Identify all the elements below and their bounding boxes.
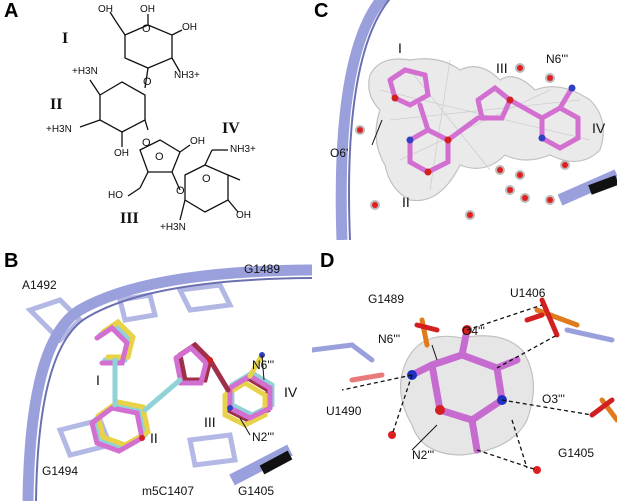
label-o4: O4''' bbox=[462, 324, 485, 338]
label-n6: N6''' bbox=[378, 332, 401, 346]
density-label-iii: III bbox=[496, 60, 508, 76]
label-n2: N2''' bbox=[252, 430, 275, 444]
svg-text:O: O bbox=[202, 173, 211, 185]
residue-g1494: G1494 bbox=[42, 464, 79, 478]
ligand-ring-iii bbox=[475, 84, 514, 121]
density-label-i: I bbox=[398, 40, 402, 56]
interaction-detail bbox=[312, 297, 617, 474]
panel-d-label: D bbox=[320, 250, 335, 272]
label-n2: N2''' bbox=[412, 448, 435, 462]
panel-b-label: B bbox=[4, 250, 19, 272]
density-label-n6: N6''' bbox=[546, 52, 569, 66]
group-h3n: +H3N bbox=[46, 124, 72, 135]
group-nh3: NH3+ bbox=[230, 144, 256, 155]
label-o3: O3''' bbox=[542, 392, 565, 406]
panel-c-label: C bbox=[314, 0, 329, 22]
density-map bbox=[335, 0, 617, 240]
group-ho: HO bbox=[108, 190, 123, 201]
group-h3n: +H3N bbox=[72, 66, 98, 77]
svg-text:O: O bbox=[142, 137, 151, 149]
group-oh: OH bbox=[236, 210, 251, 221]
ring-ii bbox=[99, 81, 146, 133]
residue-u1490: U1490 bbox=[326, 404, 362, 418]
svg-text:O: O bbox=[143, 76, 152, 88]
label-ring-ii: II bbox=[150, 430, 158, 446]
residue-g1489: G1489 bbox=[368, 292, 405, 306]
label-ring-iii: III bbox=[204, 414, 216, 430]
residue-m5c1407: m5C1407 bbox=[142, 484, 195, 498]
label-n6: N6''' bbox=[252, 358, 275, 372]
ring-label-i: I bbox=[62, 30, 69, 47]
group-oh: OH bbox=[182, 22, 197, 33]
group-h3n: +H3N bbox=[160, 222, 186, 233]
svg-text:O: O bbox=[142, 23, 151, 35]
panel-c: C bbox=[310, 0, 617, 240]
density-label-iv: IV bbox=[592, 120, 606, 136]
residue-g1489: G1489 bbox=[244, 262, 281, 276]
label-ring-i: I bbox=[96, 372, 100, 388]
panel-a: A O bbox=[0, 0, 300, 250]
superposition-view bbox=[22, 264, 312, 501]
ring-label-iii: III bbox=[120, 210, 139, 227]
density-label-ii: II bbox=[402, 194, 410, 210]
label-ring-iv: IV bbox=[284, 384, 298, 400]
panel-d: D bbox=[312, 250, 617, 501]
chemical-structure: O O O O O O bbox=[79, 11, 241, 221]
group-oh: OH bbox=[114, 148, 129, 159]
residue-g1405: G1405 bbox=[238, 484, 275, 498]
group-nh3: NH3+ bbox=[174, 70, 200, 81]
group-oh: OH bbox=[140, 4, 155, 15]
ring-label-iv: IV bbox=[222, 120, 240, 137]
residue-u1406: U1406 bbox=[510, 286, 546, 300]
density-label-o6: O6' bbox=[330, 146, 349, 160]
svg-text:O: O bbox=[155, 151, 164, 163]
panel-a-label: A bbox=[4, 0, 19, 22]
group-oh: OH bbox=[190, 136, 205, 147]
ring-label-ii: II bbox=[50, 96, 63, 113]
ring-iii bbox=[139, 139, 181, 173]
residue-g1405: G1405 bbox=[558, 446, 595, 460]
svg-text:O: O bbox=[176, 185, 185, 197]
residue-a1492: A1492 bbox=[22, 278, 57, 292]
panel-b: B bbox=[0, 250, 312, 501]
group-oh: OH bbox=[98, 4, 113, 15]
